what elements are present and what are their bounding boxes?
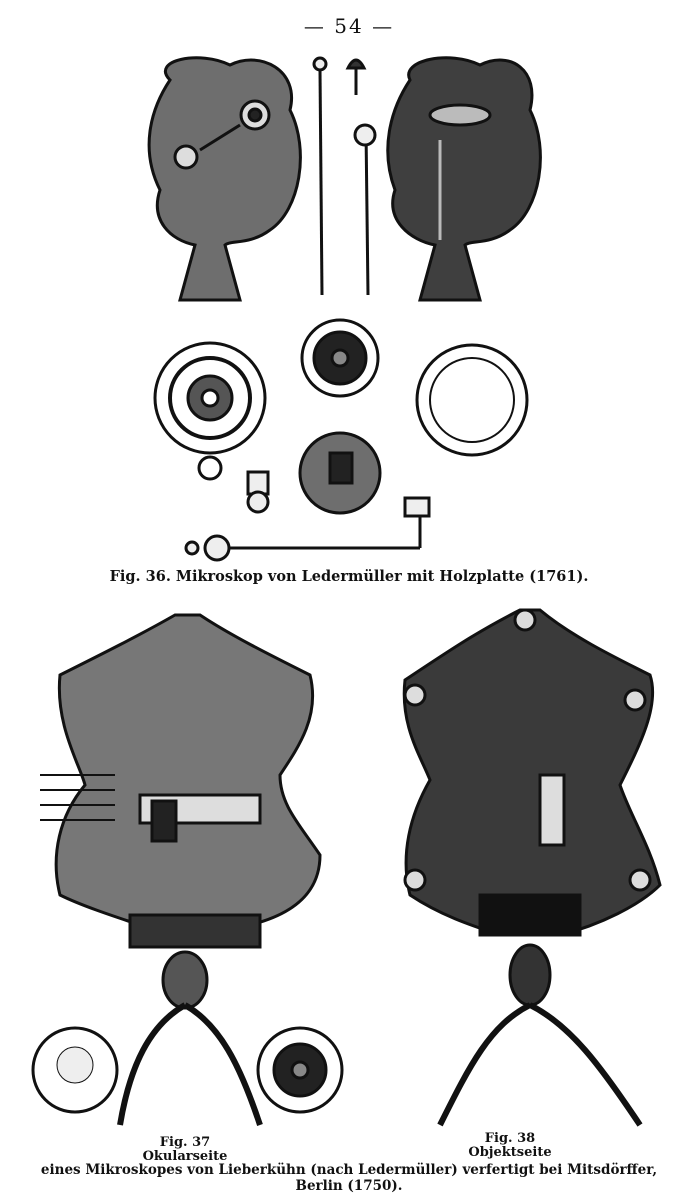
wooden-plate-left bbox=[147, 56, 302, 302]
handle-rod bbox=[184, 470, 431, 562]
lens-discs bbox=[153, 318, 529, 515]
fig36-caption: Fig. 36. Mikroskop von Ledermüller mit H… bbox=[109, 568, 589, 585]
wooden-plate-right bbox=[386, 56, 542, 302]
fig38-subtitle: Objektseite bbox=[468, 1145, 552, 1160]
fig37-caption: Fig. 37 Okularseite bbox=[130, 1136, 240, 1164]
page-number: — 54 — bbox=[303, 14, 395, 38]
needles bbox=[312, 56, 377, 296]
fig36-illustration bbox=[147, 56, 542, 562]
fig37-plate bbox=[31, 613, 344, 1126]
fig37-label: Fig. 37 bbox=[159, 1135, 211, 1150]
fig38-label: Fig. 38 bbox=[484, 1131, 536, 1146]
shared-caption: eines Mikroskopes von Lieberkühn (nach L… bbox=[0, 1162, 698, 1194]
fig38-plate bbox=[402, 608, 662, 1127]
shared-caption-line2: Berlin (1750). bbox=[295, 1178, 403, 1194]
shared-caption-line1: eines Mikroskopes von Lieberkühn (nach L… bbox=[40, 1162, 658, 1178]
fig37-subtitle: Okularseite bbox=[142, 1149, 228, 1164]
fig37-38-illustration bbox=[31, 608, 662, 1127]
fig38-caption: Fig. 38 Objektseite bbox=[450, 1132, 570, 1160]
